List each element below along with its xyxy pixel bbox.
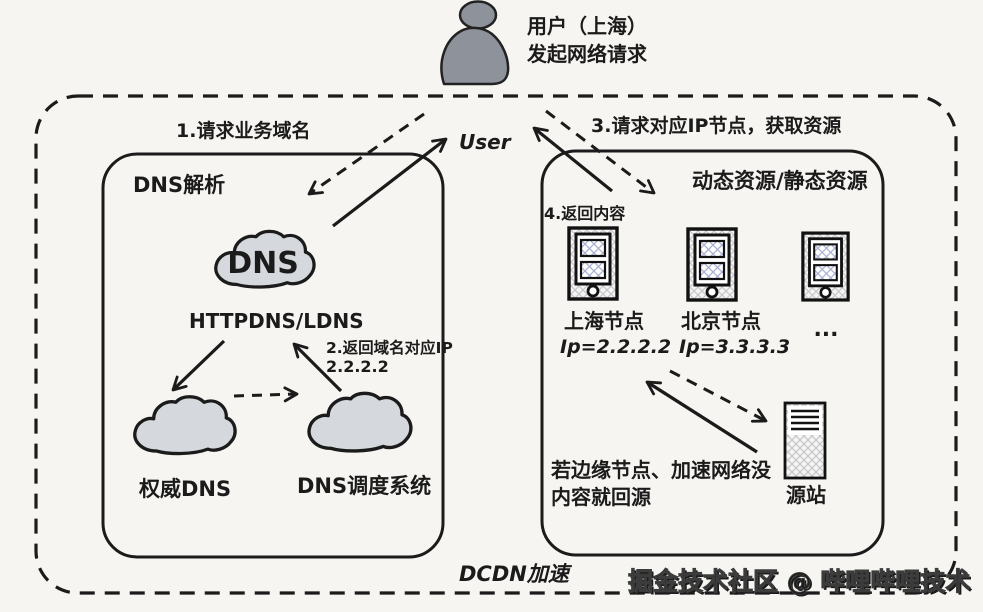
dcdn-boundary-box [34,94,958,595]
arrow-node-to-user-response [532,126,614,193]
beijing-node-label: 北京节点 [681,309,761,333]
user-label-line2: 发起网络请求 [526,42,648,66]
step2-label-line2: 2.2.2.2 [326,357,389,376]
arrow-origin-to-node-return [645,380,758,454]
arrow-authdns-to-scheduler [233,386,299,403]
watermark: 掘金技术社区 @ 哔哩哔哩技术 [628,567,970,596]
beijing-node-ip: Ip=3.3.3.3 [679,336,790,358]
user-label-line1: 用户（上海） [527,14,647,38]
step2-label-line1: 2.返回域名对应IP [326,338,453,357]
user-person-icon [440,0,510,86]
dns-resolution-box [101,152,445,559]
auth-dns-label: 权威DNS [138,477,231,501]
shanghai-node-icon [567,226,619,301]
origin-note-line2: 内容就回源 [551,485,651,509]
arrow-dns-to-user-response [332,137,448,228]
user-handle-label: User [459,130,512,154]
watermark-shadow: 掘金技术社区 @ 哔哩哔哩技术 [630,569,972,598]
step4-label: 4.返回内容 [544,204,625,223]
origin-note-line1: 若边缘节点、加速网络没 [550,458,772,482]
resource-nodes-box [540,149,885,557]
dns-box-title: DNS解析 [133,173,225,197]
authoritative-dns-cloud [133,395,237,456]
dns-cloud-label: DNS [227,246,299,281]
step3-label: 3.请求对应IP节点，获取资源 [591,114,841,137]
arrow-user-to-node-request [545,109,656,195]
dns-scheduler-label: DNS调度系统 [297,474,431,498]
step1-label: 1.请求业务域名 [176,119,310,142]
httpdns-label: HTTPDNS/LDNS [189,309,364,333]
dcdn-label: DCDN加速 [459,562,573,586]
arrow-node-to-origin-fetch [669,369,768,423]
shanghai-node-label: 上海节点 [564,309,644,333]
dns-scheduler-cloud [307,391,413,453]
arrow-httpdns-to-authdns [171,339,226,392]
resource-box-title: 动态资源/静态资源 [692,169,868,193]
origin-server-icon [783,401,827,480]
beijing-node-icon [686,227,738,302]
shanghai-node-ip: Ip=2.2.2.2 [560,336,671,358]
more-node-icon [801,231,850,302]
arrow-user-to-dns-request [307,112,425,196]
more-nodes-label: ... [813,317,838,342]
arrow-scheduler-to-httpdns [292,342,343,393]
origin-server-label: 源站 [786,483,826,507]
